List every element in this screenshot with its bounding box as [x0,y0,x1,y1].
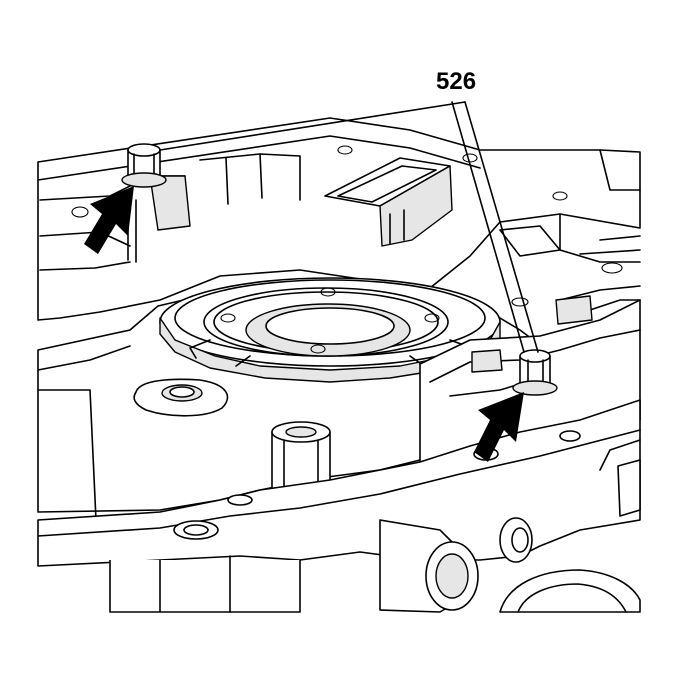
top-window [324,157,453,247]
callout-number-526: 526 [436,68,477,95]
center-bore [159,277,501,383]
oval-boss [133,378,229,417]
dowel-pin-right [512,349,558,396]
arrow-lower-right-icon [474,392,524,462]
bottom-housing [109,439,641,613]
upper-case-flange [37,117,641,321]
arrow-upper-left-icon [84,186,134,254]
callout-leader-lines [159,101,539,353]
